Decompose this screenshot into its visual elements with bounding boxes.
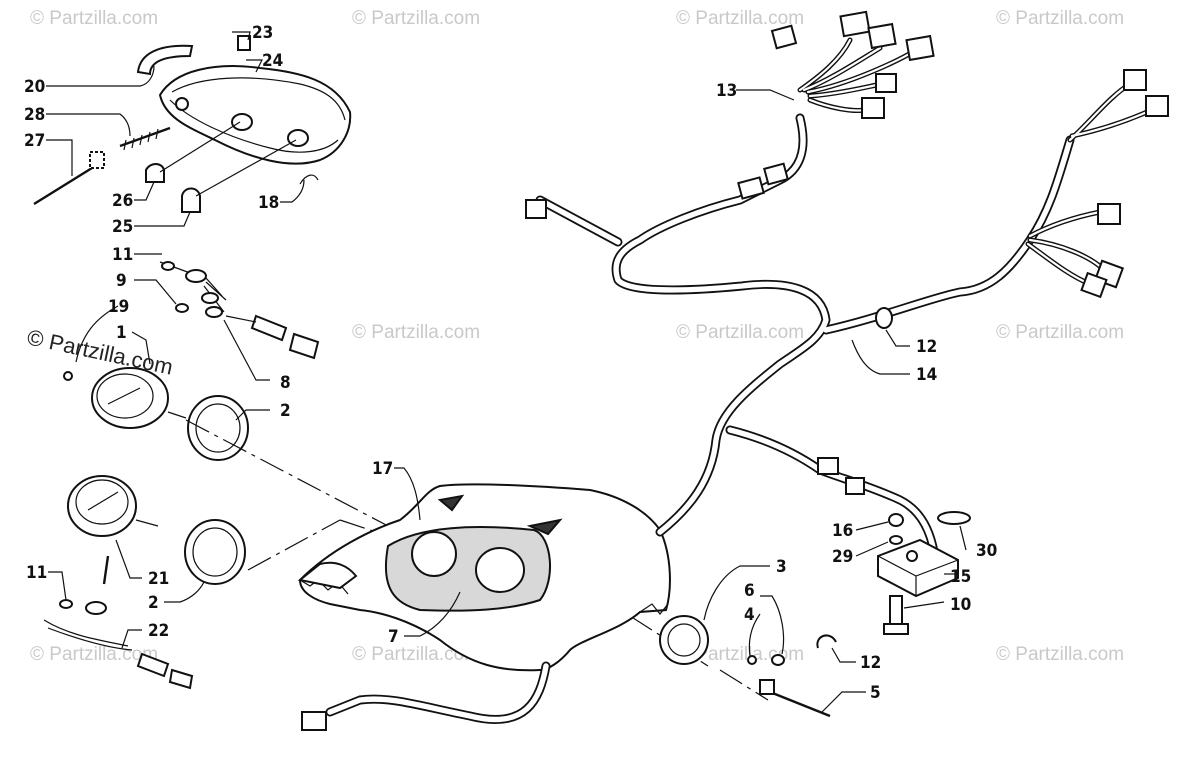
headlight-assembly	[33, 35, 352, 213]
clamp-part-30	[937, 511, 971, 525]
callout-14: 14	[916, 365, 937, 385]
callout-12-top: 12	[916, 337, 937, 357]
watermark: © Partzilla.com	[352, 8, 480, 29]
callout-27: 27	[24, 131, 45, 151]
callout-12-bottom: 12	[860, 653, 881, 673]
gauge-bezel-part-2b	[184, 519, 246, 585]
regulator-group	[659, 511, 971, 718]
callout-13: 13	[716, 81, 737, 101]
socket-part-3	[659, 615, 709, 665]
nut-part-16	[888, 513, 904, 527]
callout-26: 26	[112, 191, 133, 211]
washer-part-4	[747, 655, 757, 665]
callout-25: 25	[112, 217, 133, 237]
gauge-part-1	[91, 367, 169, 429]
callout-3: 3	[776, 557, 787, 577]
callout-11-top: 11	[112, 245, 133, 265]
callout-22: 22	[148, 621, 169, 641]
watermark: © Partzilla.com	[352, 322, 480, 343]
callout-7: 7	[388, 627, 399, 647]
grommet-part-12	[875, 307, 893, 329]
wire-clip-part-20	[136, 44, 194, 76]
watermark: © Partzilla.com	[676, 8, 804, 29]
watermark: © Partzilla.com	[352, 644, 480, 665]
callout-18: 18	[258, 193, 279, 213]
watermark: © Partzilla.com	[996, 644, 1124, 665]
watermark: © Partzilla.com	[996, 322, 1124, 343]
wire-harness	[301, 10, 1169, 731]
bulb-part-26	[145, 163, 165, 183]
watermark: © Partzilla.com	[996, 8, 1124, 29]
watermark: © Partzilla.com	[30, 8, 158, 29]
gauge-panel-part-7	[384, 526, 551, 612]
callout-8: 8	[280, 373, 291, 393]
callout-9: 9	[116, 271, 127, 291]
socket-part-25	[181, 187, 201, 213]
callout-29: 29	[832, 547, 853, 567]
leader-lines	[46, 31, 967, 713]
watermark: © Partzilla.com	[676, 322, 804, 343]
gauge-bezel-part-2	[187, 395, 249, 461]
callout-16: 16	[832, 521, 853, 541]
washer-part-29	[889, 535, 903, 545]
callout-1: 1	[116, 323, 127, 343]
callout-6: 6	[744, 581, 755, 601]
connector-part-8	[288, 332, 320, 360]
callout-17: 17	[372, 459, 393, 479]
callout-2-top: 2	[280, 401, 291, 421]
watermark-dark: © Partzilla.com	[25, 324, 175, 379]
callout-15: 15	[950, 567, 971, 587]
callout-2-bottom: 2	[148, 593, 159, 613]
clip-part-12	[816, 634, 837, 649]
callout-10: 10	[950, 595, 971, 615]
callout-20: 20	[24, 77, 45, 97]
callout-28: 28	[24, 105, 45, 125]
gauge-group	[43, 261, 320, 690]
harness-part-22	[136, 652, 170, 678]
screw-part-19	[63, 371, 73, 381]
bolt-part-10	[889, 595, 903, 627]
regulator-part-15	[877, 538, 959, 598]
nut-part-6	[771, 654, 785, 666]
console-panel	[297, 483, 671, 672]
clip-part-23	[237, 35, 251, 51]
gauge-part-21	[67, 475, 137, 537]
callout-19: 19	[108, 297, 129, 317]
callout-11-bottom: 11	[26, 563, 47, 583]
adjuster-screw-part-27	[33, 166, 93, 206]
callout-5: 5	[870, 683, 881, 703]
spring-part-28	[119, 126, 171, 148]
callout-4: 4	[744, 605, 755, 625]
callout-24: 24	[262, 51, 283, 71]
callout-labels: 20 28 27 23 24 26 25 18 11 9 19 1 8 2 11…	[24, 23, 997, 703]
callout-21: 21	[148, 569, 169, 589]
callout-23: 23	[252, 23, 273, 43]
callout-30: 30	[976, 541, 997, 561]
